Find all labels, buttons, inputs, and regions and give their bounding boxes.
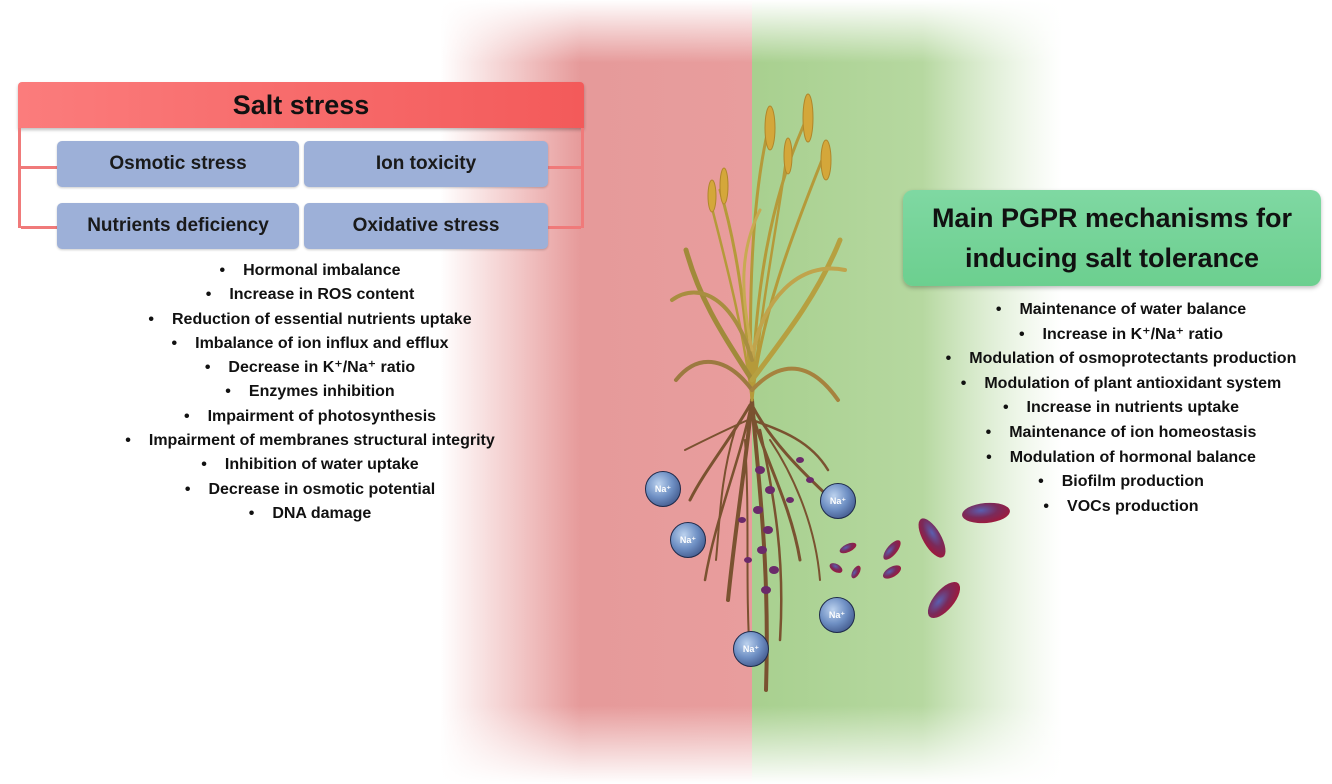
list-item: Hormonal imbalance [70, 259, 550, 283]
plant-shoots [670, 118, 847, 402]
list-item: Inhibition of water uptake [70, 453, 550, 477]
sodium-ion: Na⁺ [820, 483, 856, 519]
list-item: Maintenance of ion homeostasis [905, 421, 1332, 446]
pgpr-title-line2: inducing salt tolerance [964, 243, 1260, 273]
salt-stress-frame [18, 128, 584, 228]
frame-connector [21, 166, 59, 169]
list-item: Maintenance of water balance [905, 298, 1332, 323]
ion-toxicity-box: Ion toxicity [304, 141, 548, 187]
sodium-ion: Na⁺ [819, 597, 855, 633]
root-nodules [738, 457, 814, 594]
sodium-ion: Na⁺ [733, 631, 769, 667]
list-item: Biofilm production [905, 470, 1332, 495]
list-item: Decrease in osmotic potential [70, 478, 550, 502]
sodium-ion: Na⁺ [645, 471, 681, 507]
list-item: Reduction of essential nutrients uptake [70, 308, 550, 332]
list-item: Impairment of photosynthesis [70, 405, 550, 429]
list-item: DNA damage [70, 502, 550, 526]
salt-stress-effects-list: Hormonal imbalance Increase in ROS conte… [70, 259, 550, 526]
frame-connector [546, 226, 581, 229]
list-item: Increase in K⁺/Na⁺ ratio [905, 323, 1332, 348]
salt-stress-title: Salt stress [18, 82, 584, 128]
list-item: Increase in ROS content [70, 283, 550, 307]
wheat-spikes [707, 93, 832, 213]
frame-connector [21, 226, 59, 229]
oxidative-stress-box: Oxidative stress [304, 203, 548, 249]
sodium-ion: Na⁺ [670, 522, 706, 558]
pgpr-title-line1: Main PGPR mechanisms for [931, 203, 1293, 233]
list-item: Enzymes inhibition [70, 380, 550, 404]
nutrients-deficiency-box: Nutrients deficiency [57, 203, 299, 249]
list-item: Modulation of plant antioxidant system [905, 372, 1332, 397]
list-item: Modulation of hormonal balance [905, 446, 1332, 471]
frame-connector [546, 166, 581, 169]
pgpr-mechanisms-title: Main PGPR mechanisms for inducing salt t… [903, 190, 1321, 286]
plant-roots [684, 398, 834, 692]
list-item: Increase in nutrients uptake [905, 396, 1332, 421]
list-item: Modulation of osmoprotectants production [905, 347, 1332, 372]
list-item: Imbalance of ion influx and efflux [70, 332, 550, 356]
pgpr-mechanisms-list: Maintenance of water balance Increase in… [905, 298, 1332, 519]
osmotic-stress-box: Osmotic stress [57, 141, 299, 187]
list-item: Impairment of membranes structural integ… [70, 429, 550, 453]
list-item: Decrease in K⁺/Na⁺ ratio [70, 356, 550, 380]
list-item: VOCs production [905, 495, 1332, 520]
